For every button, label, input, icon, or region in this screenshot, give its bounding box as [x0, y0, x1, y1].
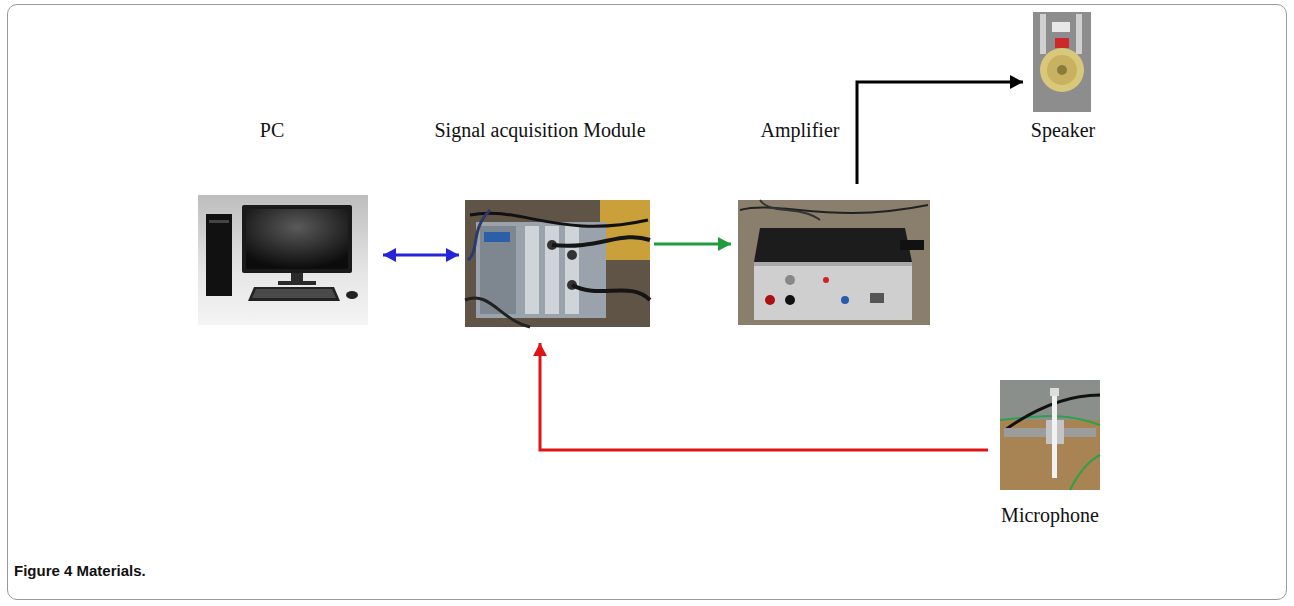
amplifier-photo: [738, 200, 930, 325]
amplifier-node: Amplifier: [738, 200, 930, 325]
arrowhead: [718, 237, 731, 251]
microphone-node: Microphone: [1000, 380, 1100, 490]
pc-photo: [198, 195, 368, 325]
node-label: PC: [260, 118, 284, 142]
microphone-photo: [1000, 380, 1100, 490]
node-label: Amplifier: [761, 118, 840, 142]
connector-arrow: [533, 343, 988, 450]
speaker-photo: [1033, 12, 1091, 112]
connector-arrow: [857, 75, 1023, 184]
acquisition-module-node: Signal acquisition Module: [465, 200, 650, 327]
connector-line: [857, 82, 1023, 184]
arrowhead: [383, 248, 396, 262]
node-label: Microphone: [1001, 503, 1099, 527]
daq-photo: [465, 200, 650, 327]
arrowhead: [533, 343, 547, 356]
pc-node: PC: [198, 195, 368, 325]
connector-arrow: [654, 237, 731, 251]
connector-arrow: [383, 248, 459, 262]
node-label: Speaker: [1031, 118, 1095, 142]
connector-line: [540, 343, 988, 450]
speaker-node: Speaker: [1033, 12, 1091, 112]
node-label: Signal acquisition Module: [434, 118, 645, 142]
arrowhead: [446, 248, 459, 262]
figure-caption: Figure 4 Materials.: [14, 562, 146, 579]
arrowhead: [1010, 75, 1023, 89]
